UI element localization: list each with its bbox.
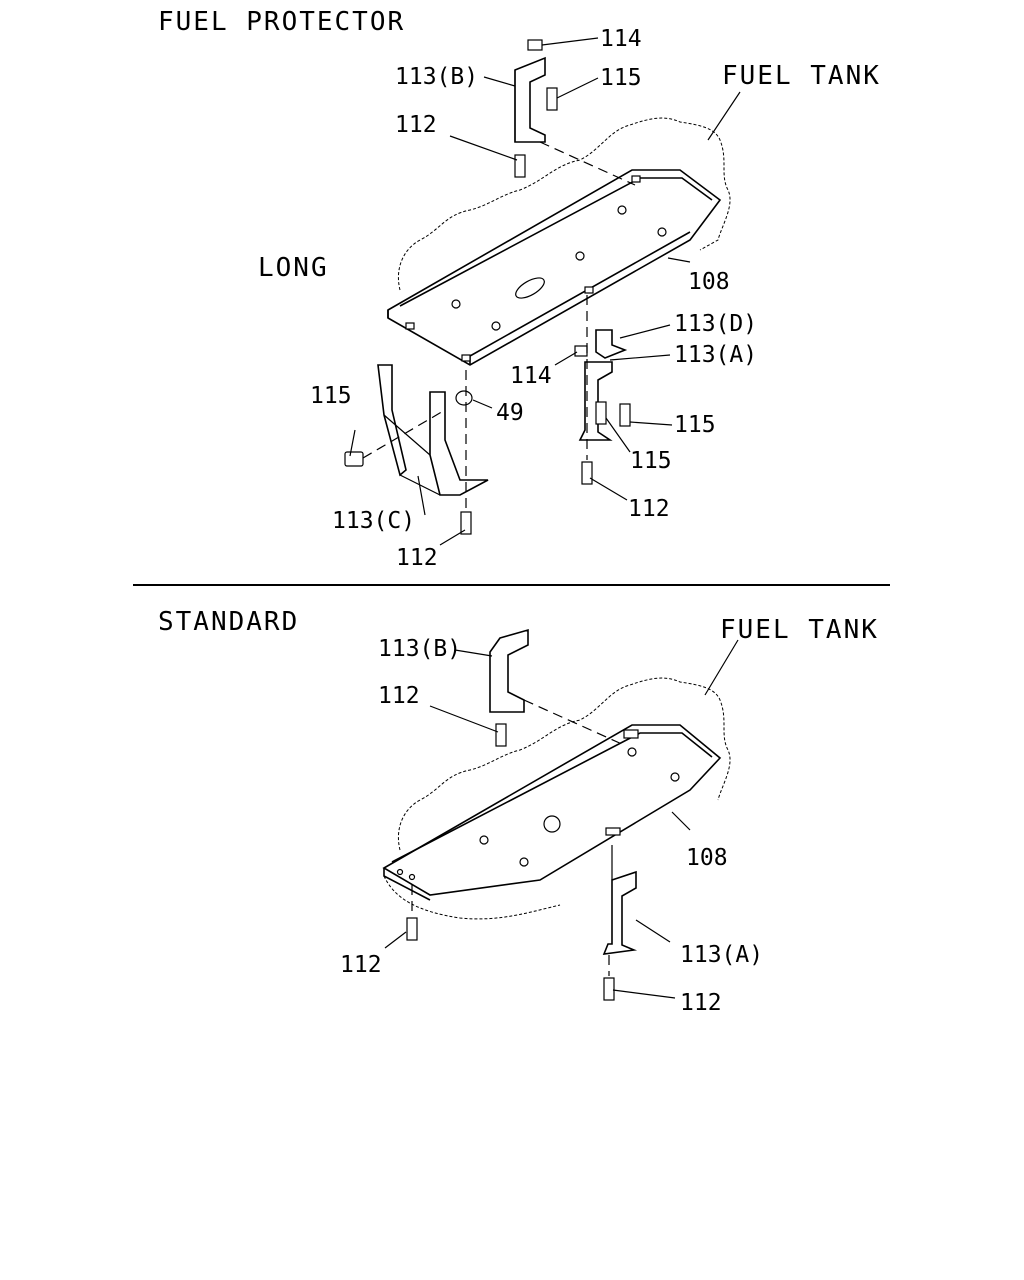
standard-leader-lines	[384, 639, 739, 999]
long-plate-slot	[515, 277, 545, 299]
long-alignment-line-top	[539, 141, 636, 186]
standard-plate-hole	[627, 747, 637, 757]
standard-label-112-left: 112	[340, 952, 382, 978]
standard-label-108: 108	[686, 845, 728, 871]
long-nut-114-mid	[574, 345, 588, 357]
long-bracket-113c	[377, 364, 407, 477]
long-bolt-112-bottom	[460, 511, 472, 535]
standard-protector-plate	[382, 724, 722, 896]
standard-plate-hole	[519, 857, 529, 867]
standard-label-112-top: 112	[378, 683, 420, 709]
long-label-115-top: 115	[600, 65, 642, 91]
long-label-115-right: 115	[674, 412, 716, 438]
standard-plate-hole	[479, 835, 489, 845]
standard-label-fuel-tank: FUEL TANK	[720, 615, 879, 645]
long-label-112-right: 112	[628, 496, 670, 522]
standard-assembly: 113(B) FUEL TANK 112 108 112 113(A) 112	[340, 615, 879, 1016]
long-label-114-top: 114	[600, 26, 642, 52]
long-assembly: 114 113(B) 115 FUEL TANK 112 108 113(D) …	[310, 26, 881, 571]
long-label-112-bottom: 112	[396, 545, 438, 571]
standard-label-112-right: 112	[680, 990, 722, 1016]
long-plate-hole	[575, 251, 585, 261]
standard-bolt-112-right	[603, 977, 615, 1001]
long-label-113c: 113(C)	[332, 508, 415, 534]
standard-alignment-line-top	[523, 699, 625, 746]
standard-bracket-113b	[489, 628, 529, 713]
long-label-113d: 113(D)	[674, 311, 757, 337]
long-bolt-112-top	[514, 154, 526, 178]
long-plate-hole	[451, 299, 461, 309]
long-nut-114-top	[527, 39, 543, 51]
standard-plate-tab	[605, 827, 621, 836]
long-bracket-113a	[578, 361, 613, 441]
diagram-title: FUEL PROTECTOR	[158, 7, 405, 37]
long-bolt-115-top	[546, 87, 558, 111]
long-label-113b: 113(B)	[395, 64, 478, 90]
long-bracket-113b	[514, 56, 546, 143]
long-label-112-top: 112	[395, 112, 437, 138]
long-plate-tab	[461, 354, 471, 362]
long-label-108: 108	[688, 269, 730, 295]
standard-label-113a: 113(A)	[680, 942, 763, 968]
standard-fuel-tank-outline	[383, 677, 731, 920]
long-bracket-113c-b	[429, 391, 489, 496]
long-plate-tab	[405, 322, 415, 330]
long-label-115-right-low: 115	[630, 448, 672, 474]
long-plate-tab	[631, 175, 641, 183]
long-bolt-112-right	[581, 461, 593, 485]
long-plate-hole	[657, 227, 667, 237]
long-plate-hole	[491, 321, 501, 331]
standard-plate-hole	[396, 868, 404, 876]
standard-plate-edge	[383, 732, 713, 901]
long-fuel-tank-outline	[397, 117, 731, 291]
long-plate-tab	[584, 286, 594, 294]
long-label-fuel-tank: FUEL TANK	[722, 61, 881, 91]
standard-bolt-112-top	[495, 723, 507, 747]
long-leader-lines	[349, 37, 741, 546]
long-protector-plate	[387, 169, 722, 366]
long-label-49: 49	[496, 400, 524, 426]
long-washer-49	[455, 390, 473, 406]
standard-plate-center-hole	[543, 815, 561, 833]
long-bracket-113d	[595, 329, 628, 359]
standard-plate-hole	[670, 772, 680, 782]
long-bolt-115-left	[344, 451, 364, 467]
standard-bolt-112-left	[406, 917, 418, 941]
standard-bracket-113a	[602, 870, 638, 955]
long-bolt-115-right-b	[619, 403, 631, 427]
long-plate-hole	[617, 205, 627, 215]
long-section-title: LONG	[258, 253, 329, 283]
standard-label-113b: 113(B)	[378, 636, 461, 662]
long-bolt-115-right-a	[595, 401, 607, 425]
standard-plate-hole	[408, 873, 416, 881]
long-label-114-mid: 114	[510, 363, 552, 389]
standard-plate-tab	[623, 729, 639, 739]
standard-section-title: STANDARD	[158, 607, 299, 637]
long-label-115-left: 115	[310, 383, 352, 409]
long-label-113a: 113(A)	[674, 342, 757, 368]
